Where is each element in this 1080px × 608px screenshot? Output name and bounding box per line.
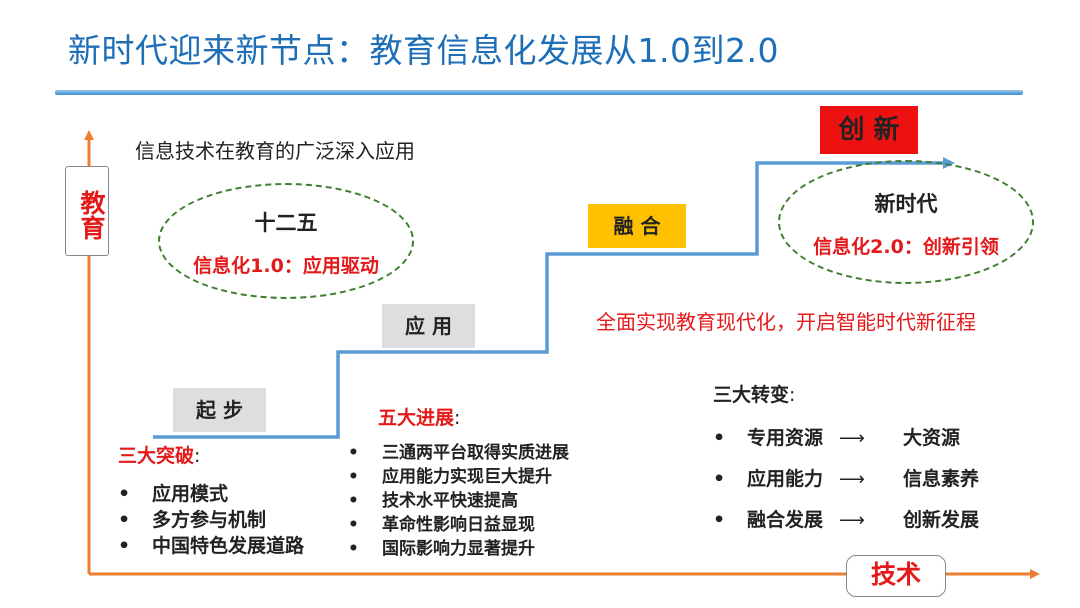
ellipse-subtext: 信息化1.0：应用驱动 <box>193 255 379 277</box>
bullet-icon: • <box>118 483 131 505</box>
changes-heading: 三大转变: <box>713 380 795 407</box>
list-item-text: 革命性影响日益显现 <box>382 515 535 535</box>
stage-fusion: 融 合 <box>588 204 686 248</box>
bullet-icon: • <box>118 509 131 531</box>
stage-application: 应 用 <box>382 304 475 348</box>
bullet-icon: • <box>713 509 726 531</box>
bullet-icon: • <box>348 515 359 535</box>
right-arrow-icon: ⟶ <box>839 428 865 449</box>
ellipse-subtext: 信息化2.0：创新引领 <box>813 236 999 258</box>
progress-title: 五大进展 <box>378 407 455 429</box>
list-item: • 应用能力实现巨大提升 <box>348 465 569 489</box>
list-item-text: 多方参与机制 <box>152 509 267 531</box>
breakthroughs-title: 三大突破 <box>118 445 195 467</box>
intro-text: 信息技术在教育的广泛深入应用 <box>135 139 415 163</box>
change-from: 专用资源 <box>747 427 824 449</box>
list-item: • 应用模式 <box>118 481 304 507</box>
heading-colon: : <box>789 384 796 406</box>
progress-list: • 三通两平台取得实质进展 • 应用能力实现巨大提升 • 技术水平快速提高 • 革命性影… <box>348 441 569 561</box>
list-item: • 革命性影响日益显现 <box>348 513 569 537</box>
list-item-text: 技术水平快速提高 <box>382 491 518 511</box>
y-axis-label: 教育 <box>65 166 109 256</box>
right-arrow-icon: ⟶ <box>839 510 865 531</box>
bullet-icon: • <box>118 535 131 557</box>
list-item: • 融合发展 ⟶ 创新发展 <box>713 506 979 547</box>
breakthroughs-heading: 三大突破: <box>118 441 200 468</box>
x-axis-label: 技术 <box>846 555 946 597</box>
list-item: • 三通两平台取得实质进展 <box>348 441 569 465</box>
list-item: • 技术水平快速提高 <box>348 489 569 513</box>
progress-heading: 五大进展: <box>378 403 460 430</box>
bullet-icon: • <box>348 467 359 487</box>
list-item: • 中国特色发展道路 <box>118 533 304 559</box>
list-item: • 多方参与机制 <box>118 507 304 533</box>
list-item-text: 三通两平台取得实质进展 <box>382 443 569 463</box>
changes-title: 三大转变 <box>713 384 790 406</box>
ellipse-new-era: 新时代 信息化2.0：创新引领 <box>778 160 1034 284</box>
change-to: 信息素养 <box>903 468 980 490</box>
list-item-text: 应用能力实现巨大提升 <box>382 467 552 487</box>
stage-innovation: 创 新 <box>820 106 918 154</box>
list-item-text: 国际影响力显著提升 <box>382 539 535 559</box>
bullet-icon: • <box>713 427 726 449</box>
breakthroughs-list: • 应用模式 • 多方参与机制 • 中国特色发展道路 <box>118 481 304 559</box>
bullet-icon: • <box>348 443 359 463</box>
bullet-icon: • <box>348 539 359 559</box>
step-line <box>153 157 955 439</box>
list-item: • 专用资源 ⟶ 大资源 <box>713 424 979 465</box>
right-arrow-icon: ⟶ <box>839 469 865 490</box>
page-title: 新时代迎来新节点：教育信息化发展从1.0到2.0 <box>68 31 779 70</box>
list-item: • 国际影响力显著提升 <box>348 537 569 561</box>
change-from: 融合发展 <box>747 509 824 531</box>
change-from: 应用能力 <box>747 468 824 490</box>
list-item-text: 应用模式 <box>152 483 229 505</box>
stage-start: 起 步 <box>173 388 266 432</box>
change-to: 创新发展 <box>903 509 980 531</box>
modernization-note: 全面实现教育现代化，开启智能时代新征程 <box>596 310 976 334</box>
changes-list: • 专用资源 ⟶ 大资源 • 应用能力 ⟶ 信息素养 • 融合发展 ⟶ 创新发展 <box>713 424 979 547</box>
ellipse-twelfth-plan: 十二五 信息化1.0：应用驱动 <box>158 183 414 299</box>
bullet-icon: • <box>713 468 726 490</box>
ellipse-heading: 新时代 <box>874 192 938 216</box>
title-divider <box>55 90 1023 95</box>
heading-colon: : <box>454 407 461 429</box>
list-item: • 应用能力 ⟶ 信息素养 <box>713 465 979 506</box>
ellipse-heading: 十二五 <box>254 211 318 235</box>
bullet-icon: • <box>348 491 359 511</box>
list-item-text: 中国特色发展道路 <box>152 535 305 557</box>
change-to: 大资源 <box>903 427 961 449</box>
heading-colon: : <box>194 445 201 467</box>
